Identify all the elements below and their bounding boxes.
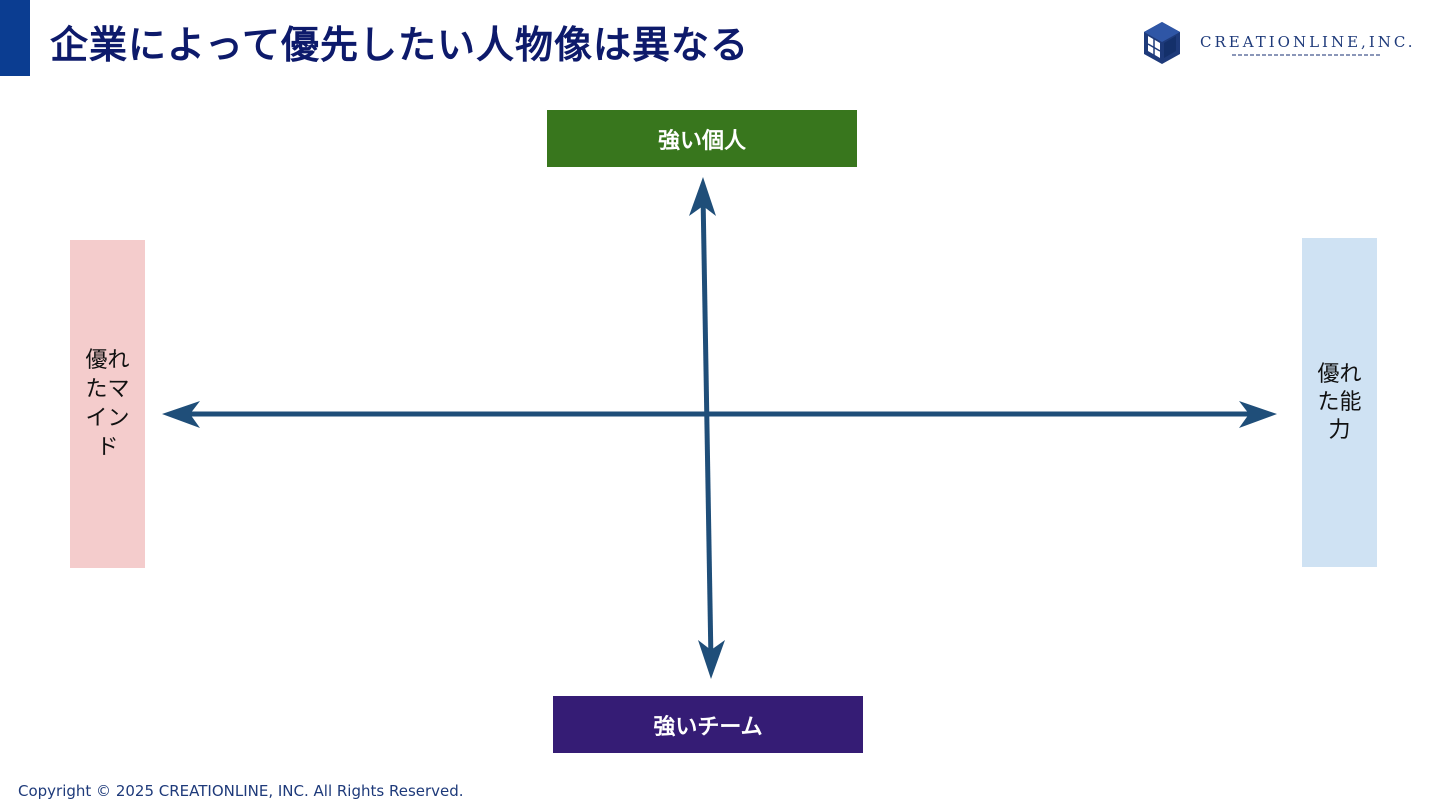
copyright-footer: Copyright © 2025 CREATIONLINE, INC. All … <box>18 782 464 800</box>
axis-label-right-text: 優れた能力 <box>1317 361 1362 443</box>
company-logo: CREATIONLINE,INC. <box>1142 20 1422 68</box>
axis-label-top-text: 強い個人 <box>657 128 746 154</box>
axis-label-left: 優れたマインド <box>70 240 145 568</box>
logo-tagline-decoration <box>1232 54 1382 56</box>
axis-label-top: 強い個人 <box>547 110 857 167</box>
axis-label-left-text: 優れたマインド <box>85 348 130 460</box>
title-accent-bar <box>0 0 30 76</box>
vertical-axis-arrow <box>689 177 725 679</box>
axis-label-bottom: 強いチーム <box>553 696 863 753</box>
logo-wordmark: CREATIONLINE,INC. <box>1200 33 1416 51</box>
axis-label-right: 優れた能力 <box>1302 238 1377 567</box>
cube-logo-icon <box>1144 22 1180 64</box>
axis-label-bottom-text: 強いチーム <box>653 714 763 740</box>
horizontal-axis-arrow <box>162 401 1277 428</box>
page-title: 企業によって優先したい人物像は異なる <box>50 23 749 67</box>
